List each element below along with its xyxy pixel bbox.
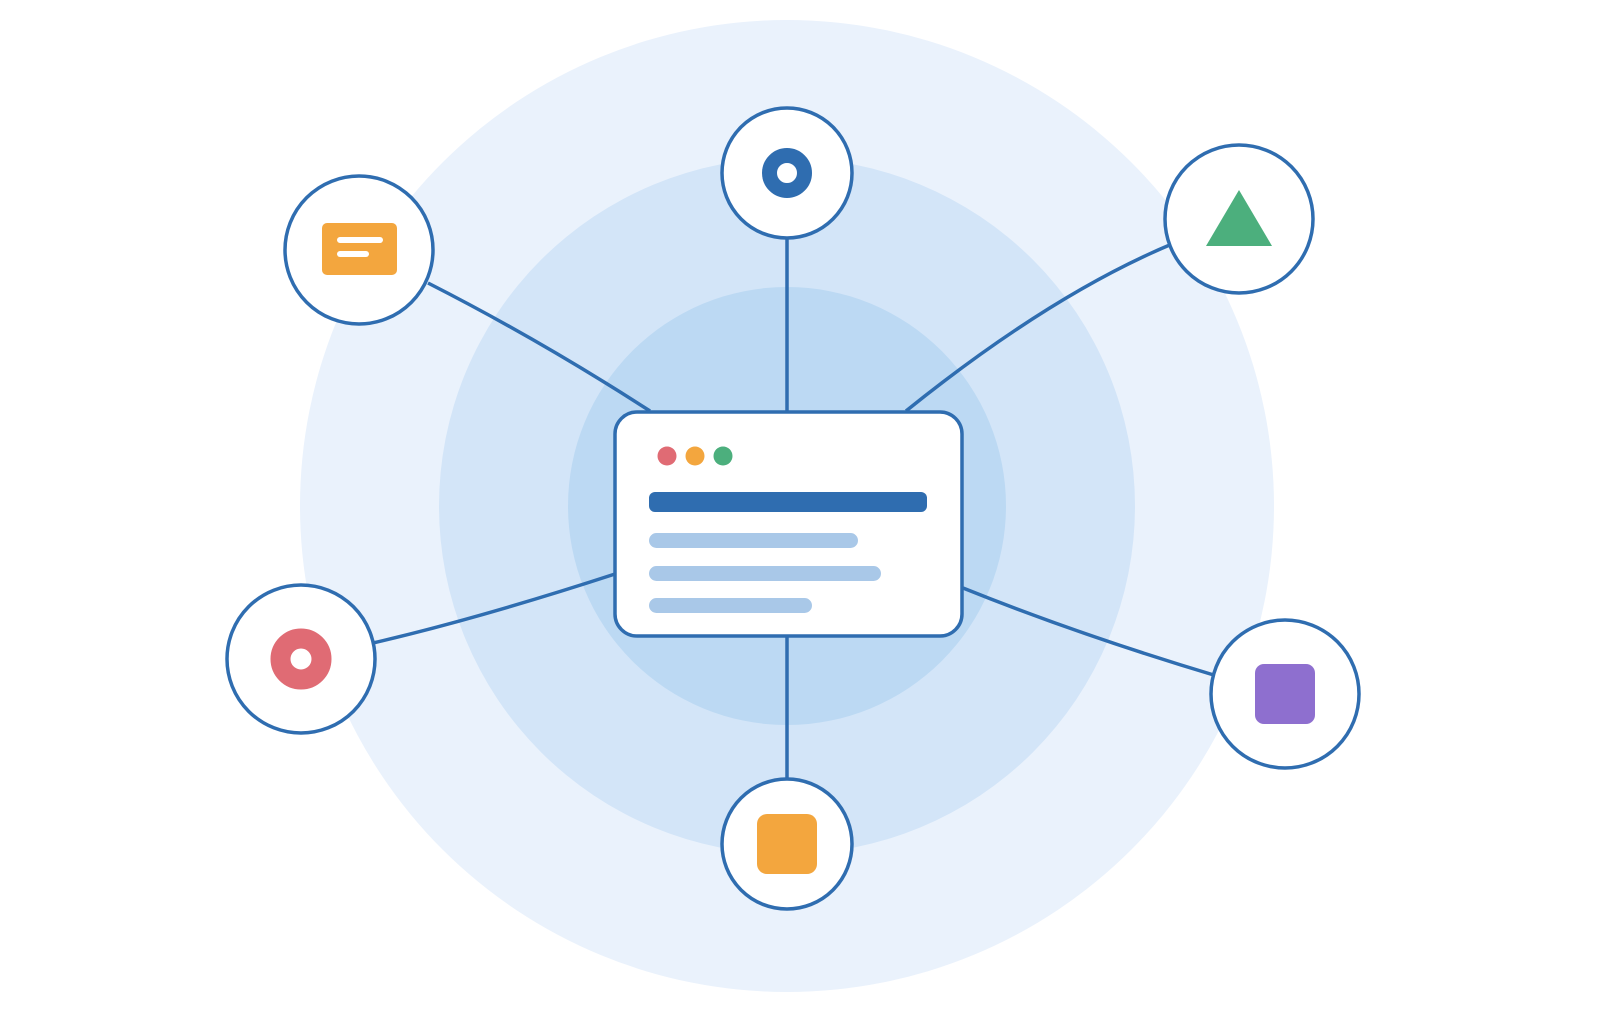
- node-top-circle: [720, 106, 854, 240]
- green-triangle-icon: [1206, 190, 1272, 246]
- red-ring-icon: [270, 628, 332, 690]
- connector-top-right: [904, 242, 1173, 413]
- connector-top-left: [427, 281, 651, 413]
- window-dot-orange: [685, 446, 705, 466]
- purple-square-icon: [1255, 664, 1315, 724]
- text-line-1: [649, 533, 858, 548]
- connector-left: [372, 572, 616, 645]
- window-dot-red: [657, 446, 677, 466]
- text-line-3: [649, 598, 812, 613]
- text-line-2: [649, 566, 881, 581]
- title-bar: [649, 492, 927, 512]
- orange-square-icon: [757, 814, 817, 874]
- node-left-circle: [225, 583, 377, 735]
- node-top-left: [283, 174, 435, 326]
- connector-right: [962, 586, 1218, 678]
- central-window: [613, 410, 964, 638]
- orange-message-card-icon: [322, 223, 397, 275]
- window-dot-green: [713, 446, 733, 466]
- connectors: [372, 238, 1218, 779]
- node-right: [1209, 618, 1361, 770]
- node-bottom: [720, 777, 854, 911]
- node-top: [720, 106, 854, 240]
- node-top-right: [1163, 143, 1315, 295]
- blue-ring-icon: [762, 148, 812, 198]
- node-left: [225, 583, 377, 735]
